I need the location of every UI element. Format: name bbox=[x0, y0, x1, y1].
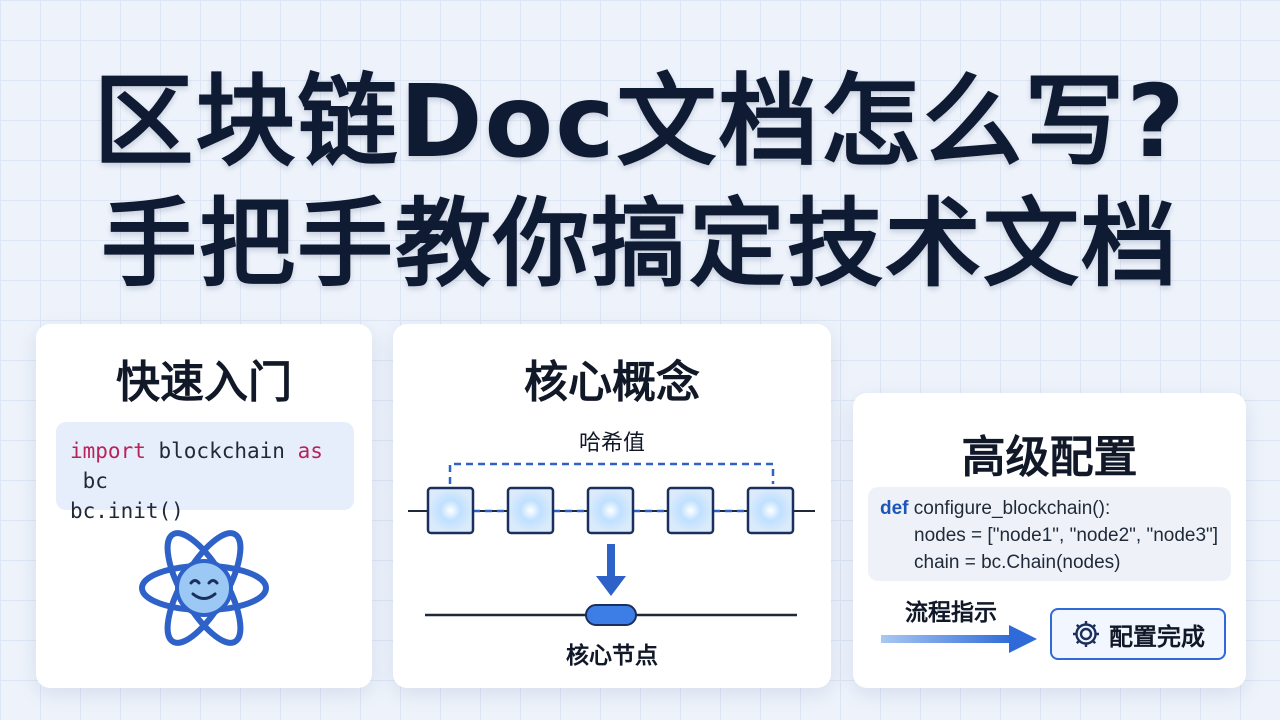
code-keyword-def: def bbox=[880, 498, 909, 519]
advanced-card: 高级配置 def configure_blockchain(): nodes =… bbox=[853, 393, 1246, 688]
block-5 bbox=[746, 486, 795, 535]
code-line-1: import blockchain as bc bbox=[70, 436, 340, 496]
quickstart-card: 快速入门 import blockchain as bc bc.init() bbox=[36, 324, 372, 688]
advanced-heading: 高级配置 bbox=[961, 432, 1138, 483]
quickstart-heading: 快速入门 bbox=[116, 357, 292, 408]
block-2 bbox=[506, 486, 555, 535]
code-line-1: def configure_blockchain(): bbox=[880, 495, 1219, 522]
flow-label: 流程指示 bbox=[905, 600, 997, 626]
block-1 bbox=[426, 486, 475, 535]
block-4 bbox=[666, 486, 715, 535]
gear-icon bbox=[1073, 621, 1099, 647]
code-keyword-as: as bbox=[297, 439, 323, 463]
page-title-line2: 手把手教你搞定技术文档 bbox=[101, 188, 1179, 300]
code-text: bc bbox=[70, 469, 108, 493]
atom-mascot-icon bbox=[139, 530, 269, 646]
page-title-line1: 区块链Doc文档怎么写? bbox=[93, 63, 1187, 180]
concepts-heading: 核心概念 bbox=[524, 357, 700, 408]
core-node bbox=[585, 604, 637, 626]
code-line-2: bc.init() bbox=[70, 499, 184, 523]
code-keyword-import: import bbox=[70, 439, 146, 463]
block-3 bbox=[586, 486, 635, 535]
code-line-3: chain = bc.Chain(nodes) bbox=[914, 552, 1121, 573]
hash-label: 哈希值 bbox=[579, 431, 645, 456]
flow-arrow-icon bbox=[881, 625, 1037, 653]
concepts-card: 核心概念 哈希值 核心节点 bbox=[393, 324, 831, 688]
config-done-label: 配置完成 bbox=[1109, 622, 1205, 651]
quickstart-code-block: import blockchain as bc bc.init() bbox=[56, 422, 354, 523]
node-label: 核心节点 bbox=[566, 642, 658, 669]
code-text: blockchain bbox=[145, 439, 298, 463]
config-done-button[interactable]: 配置完成 bbox=[1050, 608, 1226, 660]
down-arrow-icon bbox=[596, 544, 626, 596]
hash-bracket bbox=[448, 462, 775, 484]
code-text: configure_blockchain(): bbox=[908, 498, 1111, 519]
advanced-code-block: def configure_blockchain(): nodes = ["no… bbox=[868, 487, 1231, 581]
blockchain-diagram: 哈希值 核心节点 bbox=[408, 431, 815, 669]
code-line-2: nodes = ["node1", "node2", "node3"] bbox=[914, 525, 1219, 546]
